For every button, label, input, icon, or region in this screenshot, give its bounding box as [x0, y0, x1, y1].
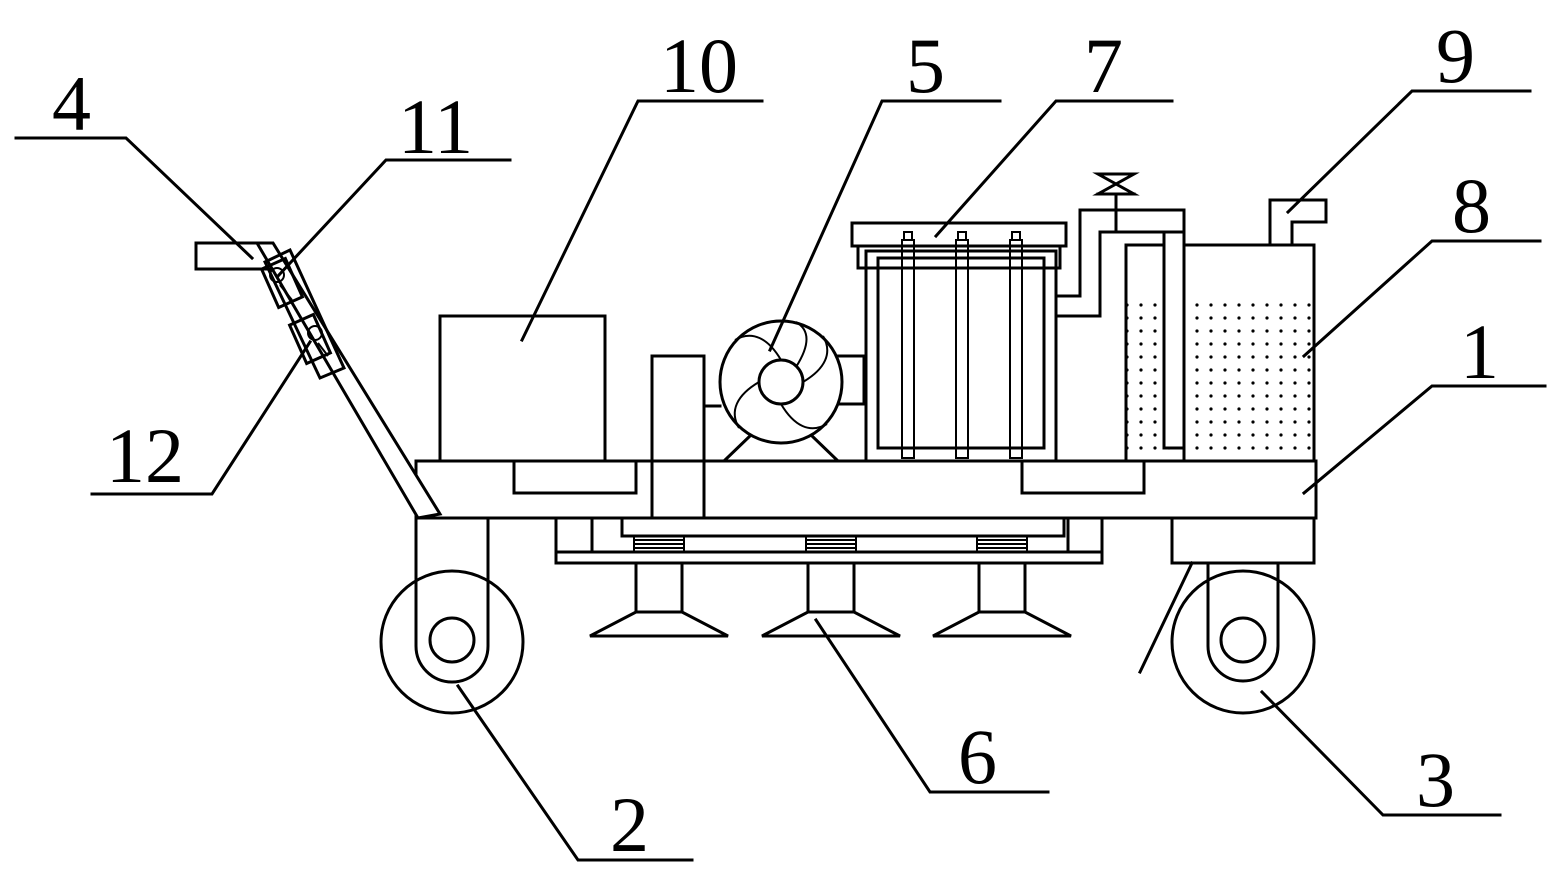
label-2: 2	[610, 781, 649, 868]
leader-lines	[14, 89, 1547, 862]
control-box	[438, 314, 607, 463]
filter-unit	[850, 221, 1068, 463]
suction-foot-group	[589, 561, 1072, 638]
filter-rod	[901, 231, 915, 459]
front-wheel	[379, 516, 525, 715]
label-11: 11	[398, 83, 473, 170]
blower-fan	[650, 319, 866, 520]
suction-foot	[932, 561, 1072, 638]
label-12: 12	[106, 412, 184, 499]
water-tank	[1124, 230, 1316, 463]
label-10: 10	[660, 22, 738, 109]
filter-rod	[1009, 231, 1023, 459]
label-4: 4	[52, 60, 91, 147]
water-inlet	[1268, 198, 1328, 247]
switch-11	[259, 256, 305, 310]
spring-group	[633, 535, 1028, 553]
frame-body	[414, 459, 1318, 565]
label-3: 3	[1416, 736, 1455, 823]
filter-rod	[955, 231, 969, 459]
number-labels: 4 11 12 10 5 7 9 8 1 2 6 3	[52, 12, 1499, 868]
rear-wheel	[1170, 516, 1316, 715]
label-8: 8	[1452, 162, 1491, 249]
spring	[805, 535, 857, 553]
suction-foot	[761, 561, 901, 638]
spring	[976, 535, 1028, 553]
label-7: 7	[1084, 22, 1123, 109]
spring	[633, 535, 685, 553]
label-5: 5	[906, 22, 945, 109]
label-9: 9	[1436, 12, 1475, 99]
switch-12	[287, 312, 333, 366]
push-handle	[194, 241, 443, 520]
label-1: 1	[1460, 308, 1499, 395]
label-6: 6	[958, 713, 997, 800]
suction-foot	[589, 561, 729, 638]
